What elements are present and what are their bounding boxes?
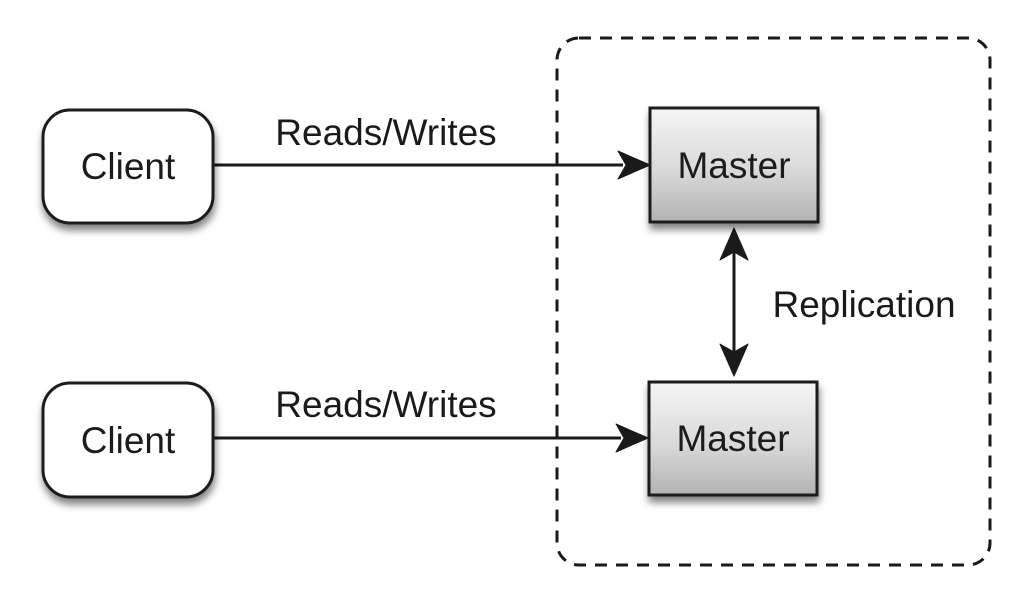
reads-writes-label-top: Reads/Writes (275, 112, 496, 153)
arrowhead-icon (719, 227, 749, 261)
client-node-label: Client (81, 146, 176, 187)
master-node-label: Master (676, 418, 789, 459)
client-node-label: Client (81, 420, 176, 461)
master-node-shape (648, 106, 820, 224)
replication-arrow: Replication (719, 227, 956, 377)
master-node-top: Master (648, 106, 820, 224)
master-node-bottom: Master (647, 380, 819, 497)
replication-label: Replication (772, 284, 955, 325)
master-node-shape (647, 380, 819, 497)
client-node-shape (41, 381, 215, 499)
arrowhead-icon (615, 423, 649, 453)
client-node-top: Client (41, 108, 215, 225)
reads-writes-arrow-top: Reads/Writes (214, 112, 651, 180)
arrowhead-icon (719, 343, 749, 377)
arrowhead-icon (617, 150, 651, 180)
master-node-label: Master (677, 145, 790, 186)
client-node-bottom: Client (41, 381, 215, 499)
reads-writes-label-bottom: Reads/Writes (275, 384, 496, 425)
reads-writes-arrow-bottom: Reads/Writes (214, 384, 649, 453)
client-node-shape (41, 108, 215, 225)
masters-dashed-group-border (555, 36, 992, 567)
